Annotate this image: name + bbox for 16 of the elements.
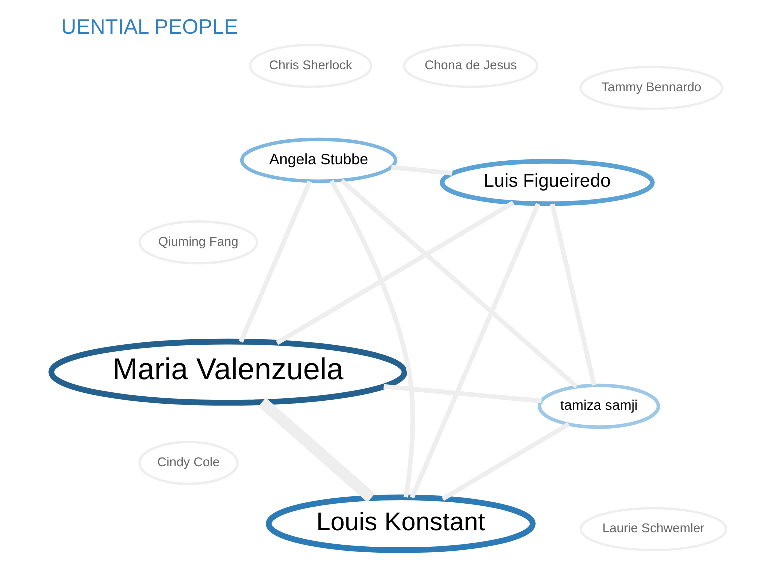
connector	[330, 180, 416, 498]
node-ellipse: Louis Konstant	[266, 494, 536, 554]
node-ellipse: Angela Stubbe	[240, 138, 398, 184]
connector	[550, 204, 597, 386]
connector	[276, 200, 515, 346]
connector	[384, 384, 542, 404]
connector	[391, 165, 453, 176]
node-ellipse: Maria Valenzuela	[48, 338, 408, 406]
connector	[239, 180, 312, 343]
connector	[442, 422, 570, 502]
connector	[410, 203, 540, 499]
connector	[258, 398, 376, 503]
node-ellipse: Luis Figueiredo	[440, 159, 655, 206]
connector	[340, 178, 578, 389]
diagram-title: UENTIAL PEOPLE	[61, 16, 238, 40]
node-ellipse: tamiza samji	[538, 384, 660, 430]
